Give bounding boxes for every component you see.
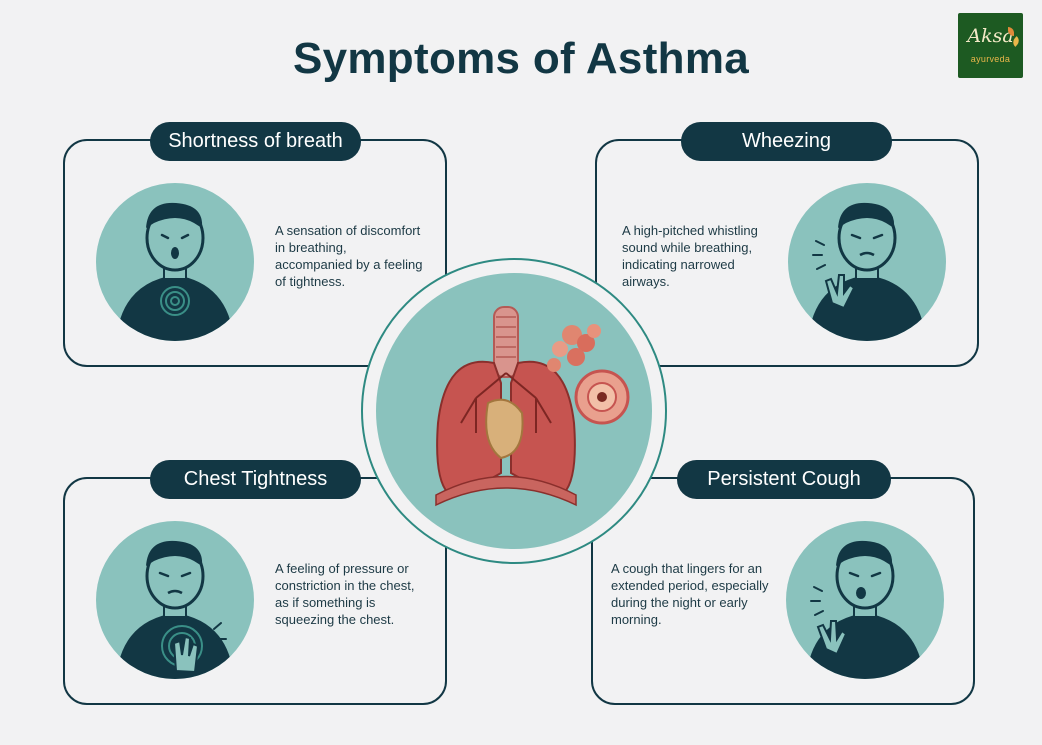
person-wheezing-icon — [788, 183, 946, 341]
symptom-description-shortness-of-breath: A sensation of discomfort in breathing, … — [275, 223, 423, 289]
symptom-title-chest-tightness: Chest Tightness — [150, 460, 361, 499]
lungs-illustration — [376, 273, 652, 549]
logo-subtitle: ayurveda — [970, 54, 1011, 64]
symptom-title-wheezing: Wheezing — [681, 122, 892, 161]
page-title: Symptoms of Asthma — [292, 34, 750, 83]
symptom-description-chest-tightness: A feeling of pressure or constriction in… — [275, 561, 415, 627]
person-chest-pain-icon — [96, 521, 254, 679]
symptom-title-persistent-cough: Persistent Cough — [677, 460, 891, 499]
person-coughing-icon — [786, 521, 944, 679]
symptom-description-wheezing: A high-pitched whistling sound while bre… — [622, 223, 758, 289]
person-breathless-icon — [96, 183, 254, 341]
leaf-icon — [1008, 27, 1014, 36]
symptom-description-persistent-cough: A cough that lingers for an extended per… — [611, 561, 769, 627]
symptom-title-shortness-of-breath: Shortness of breath — [150, 122, 361, 161]
lungs-illustration-frame — [361, 258, 667, 564]
brand-logo: Aksa ayurveda — [958, 13, 1023, 78]
logo-wordmark: Aksa — [967, 25, 1014, 47]
